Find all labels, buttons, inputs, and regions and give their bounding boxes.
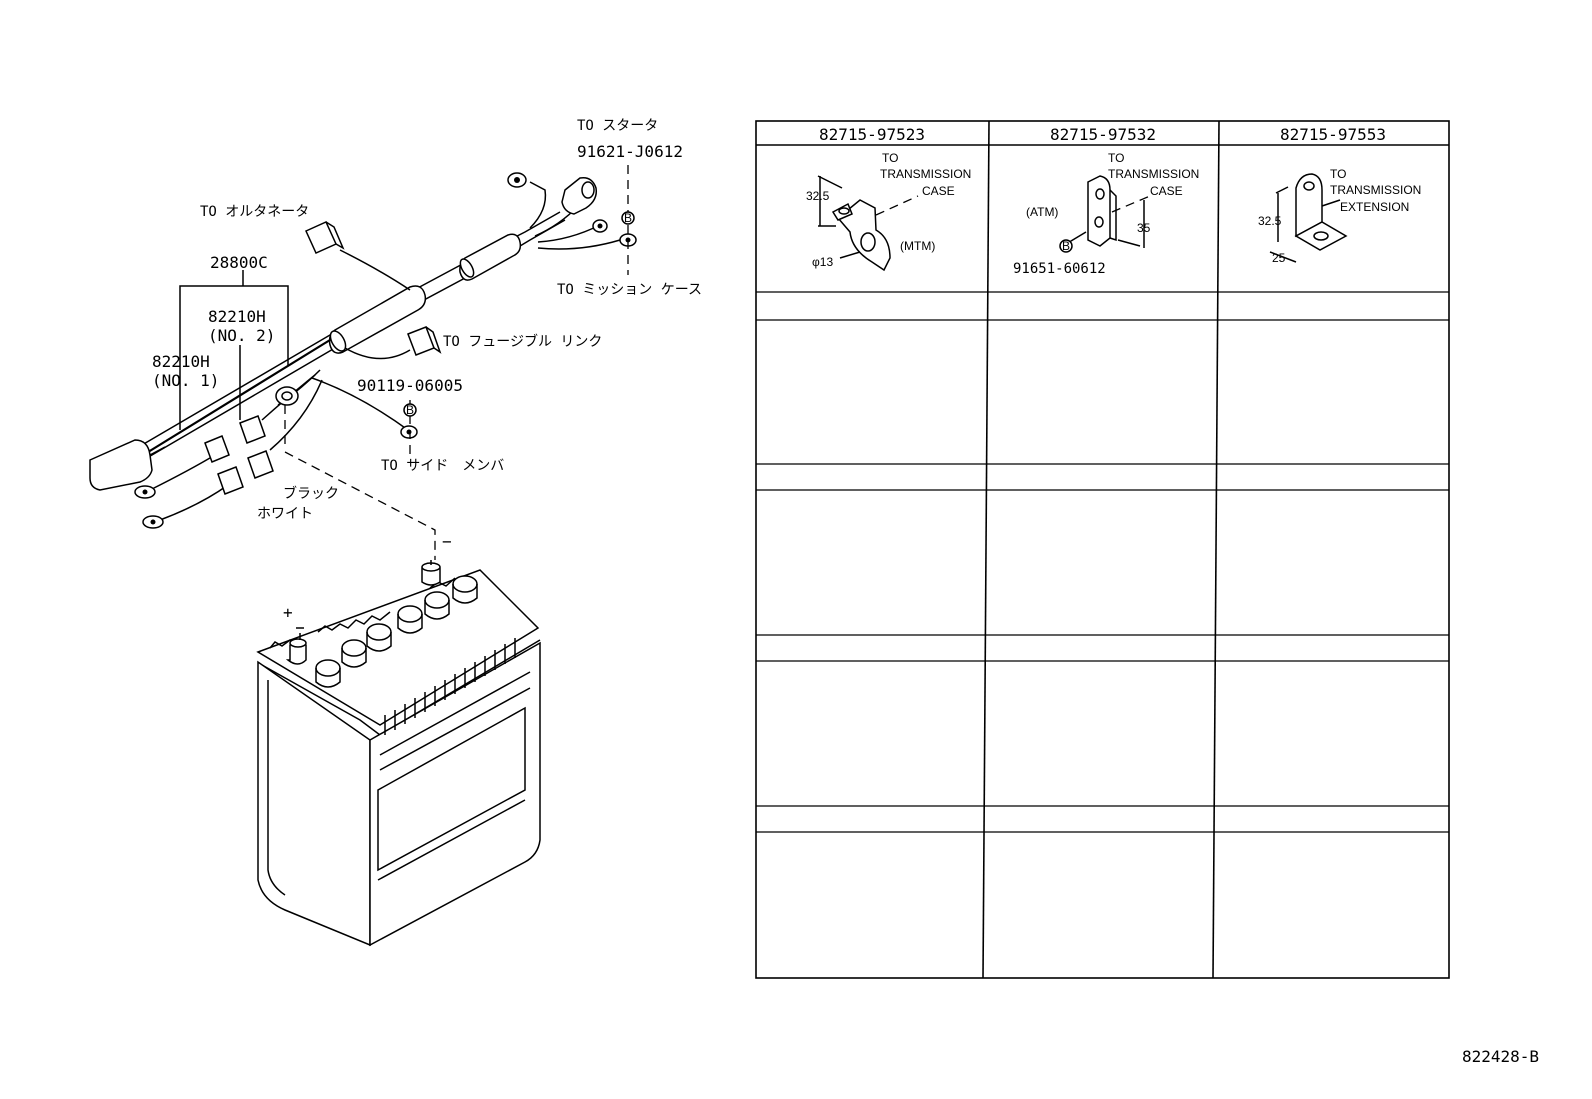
connector	[204, 435, 230, 463]
ring-terminal	[142, 515, 164, 529]
starter-terminal-cap	[561, 176, 598, 215]
bracket-3-dim-width: 25	[1272, 251, 1286, 265]
black-wire-label: ブラック	[283, 485, 339, 502]
harness-sleeve	[459, 233, 522, 281]
wiring-harness	[89, 172, 637, 529]
svg-text:B: B	[1062, 239, 1070, 253]
terminal-cover	[89, 439, 153, 491]
to-side-member-label: TO サイド メンバ	[381, 458, 504, 474]
ring-terminal	[592, 219, 608, 233]
harness-part-number: 28800C	[210, 253, 268, 272]
connector	[239, 415, 266, 444]
to-alternator-label: TO オルタネータ	[200, 204, 309, 220]
junction-grommet	[275, 386, 299, 406]
bracket-1-to: TO	[882, 151, 898, 165]
fusible-link-connector	[407, 326, 442, 356]
cable-no2-label: (NO. 2)	[208, 326, 275, 345]
side-bolt-part-number: 90119-06005	[357, 376, 463, 395]
table-header-col3: 82715-97553	[1280, 125, 1386, 144]
connector	[217, 466, 244, 495]
cable-no1-label: (NO. 1)	[152, 371, 219, 390]
harness-sleeve	[328, 285, 427, 354]
ring-terminal	[507, 172, 527, 188]
bracket-2-dim-height: 35	[1137, 221, 1151, 235]
vent-cap	[424, 591, 450, 620]
bolt-symbol: B	[621, 211, 635, 225]
bracket-2-bolt-part-number: 91651-60612	[1013, 261, 1106, 277]
bracket-2-atm: (ATM)	[1026, 205, 1058, 219]
parts-table	[755, 120, 1450, 979]
bracket-3-transmission: TRANSMISSION	[1330, 183, 1421, 197]
battery	[256, 560, 541, 947]
bracket-1-drawing	[817, 175, 919, 272]
bracket-1-mtm: (MTM)	[900, 239, 935, 253]
ring-terminal	[400, 425, 418, 439]
to-mission-case-label: TO ミッション ケース	[557, 282, 702, 298]
positive-sign: +	[283, 603, 293, 622]
bracket-1-dim-height: 32.5	[806, 189, 830, 203]
bracket-2-to: TO	[1108, 151, 1124, 165]
bracket-1-dim-hole: φ13	[812, 255, 833, 269]
table-header-col1: 82715-97523	[819, 125, 925, 144]
drawing-number: 822428-B	[1462, 1047, 1539, 1066]
white-wire-label: ホワイト	[257, 506, 313, 522]
to-fusible-link-label: TO フュージブル リンク	[443, 333, 602, 350]
connector	[247, 450, 274, 479]
starter-bolt-part-number: 91621-J0612	[577, 142, 683, 161]
bracket-1-transmission: TRANSMISSION	[880, 167, 971, 181]
negative-terminal-post	[421, 560, 441, 586]
vent-cap	[452, 575, 478, 604]
vent-cap	[397, 605, 423, 634]
ring-terminal	[134, 485, 156, 499]
to-starter-label: TO スタータ	[577, 118, 658, 134]
alternator-connector	[305, 221, 345, 254]
svg-text:B: B	[624, 211, 632, 225]
bracket-2-case: CASE	[1150, 184, 1183, 198]
table-header-col2: 82715-97532	[1050, 125, 1156, 144]
bolt-symbol: B	[1059, 239, 1073, 253]
cable-no1-part-number: 82210H	[152, 352, 210, 371]
vent-cap	[366, 623, 392, 652]
bolt-symbol: B	[403, 403, 417, 417]
positive-terminal-post	[285, 627, 307, 665]
vent-cap	[315, 659, 341, 688]
cable-no2-part-number: 82210H	[208, 307, 266, 326]
bracket-1-case: CASE	[922, 184, 955, 198]
svg-text:B: B	[406, 403, 414, 417]
bracket-3-extension: EXTENSION	[1340, 200, 1409, 214]
leader-lines	[179, 165, 629, 560]
negative-sign: −	[442, 532, 452, 551]
bracket-2-drawing	[1065, 175, 1151, 248]
bracket-3-dim-height: 32.5	[1258, 214, 1282, 228]
bracket-2-transmission: TRANSMISSION	[1108, 167, 1199, 181]
bracket-3-drawing	[1269, 173, 1348, 263]
bracket-3-to: TO	[1330, 167, 1346, 181]
vent-cap	[341, 639, 367, 668]
